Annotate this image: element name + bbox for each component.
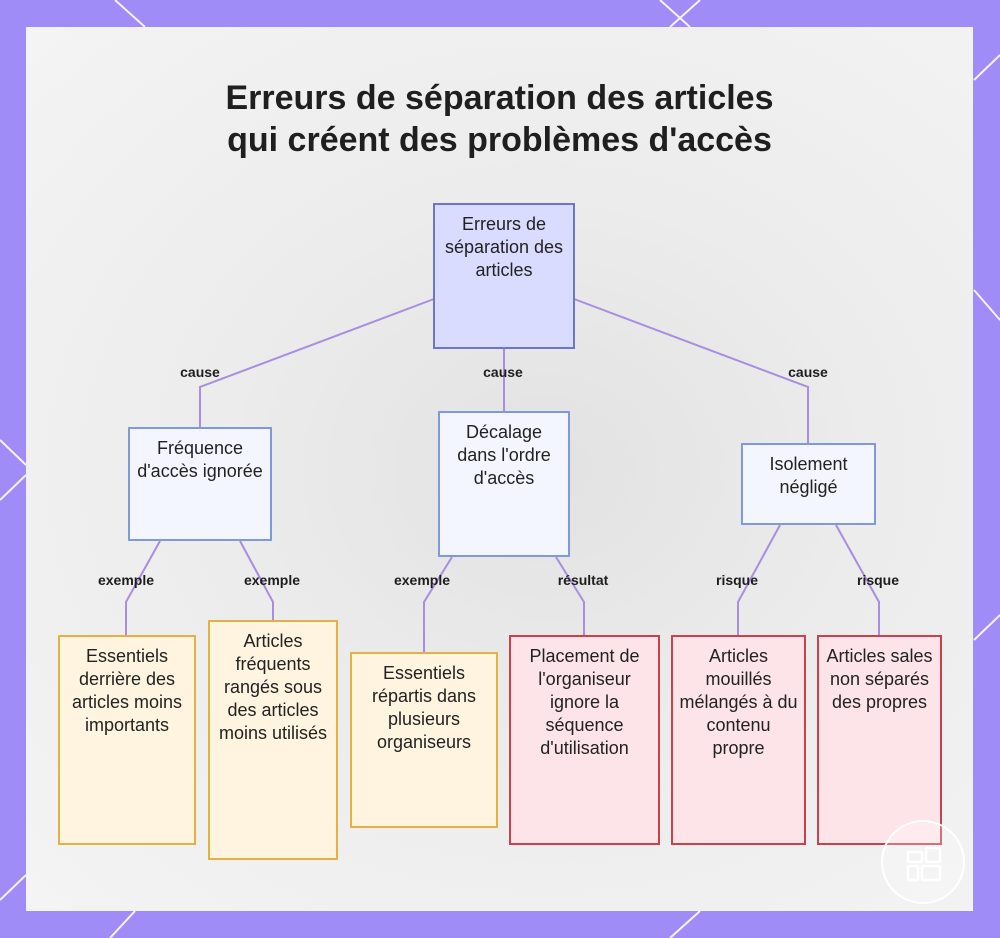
edge-root-frequence [200,299,434,427]
edge-root-isolement [574,299,808,443]
edge-label-exemple: exemple [394,572,450,588]
node-decalage: Décalage dans l'ordre d'accès [438,411,570,557]
edge-label-cause: cause [180,364,220,380]
node-essentiels-derriere: Essentiels derrière des articles moins i… [58,635,196,845]
node-mouilles: Articles mouillés mélangés à du contenu … [671,635,806,845]
diagram-card: Erreurs de séparation des articles qui c… [26,27,973,911]
edge-decalage-placement [556,557,584,635]
edge-label-cause: cause [788,364,828,380]
node-isolement: Isolement négligé [741,443,876,525]
edge-label-cause: cause [483,364,523,380]
edge-frequence-essentiels [126,541,160,635]
edge-label-risque: risque [716,572,758,588]
edge-label-exemple: exemple [244,572,300,588]
edge-label-exemple: exemple [98,572,154,588]
edge-label-resultat: résultat [558,572,609,588]
logo-icon [881,820,965,904]
node-frequence: Fréquence d'accès ignorée [128,427,272,541]
node-articles-frequents: Articles fréquents rangés sous des artic… [208,620,338,860]
node-essentiels-repartis: Essentiels répartis dans plusieurs organ… [350,652,498,828]
node-root: Erreurs de séparation des articles [433,203,575,349]
node-sales: Articles sales non séparés des propres [817,635,942,845]
edge-label-risque: risque [857,572,899,588]
node-placement: Placement de l'organiseur ignore la séqu… [509,635,660,845]
